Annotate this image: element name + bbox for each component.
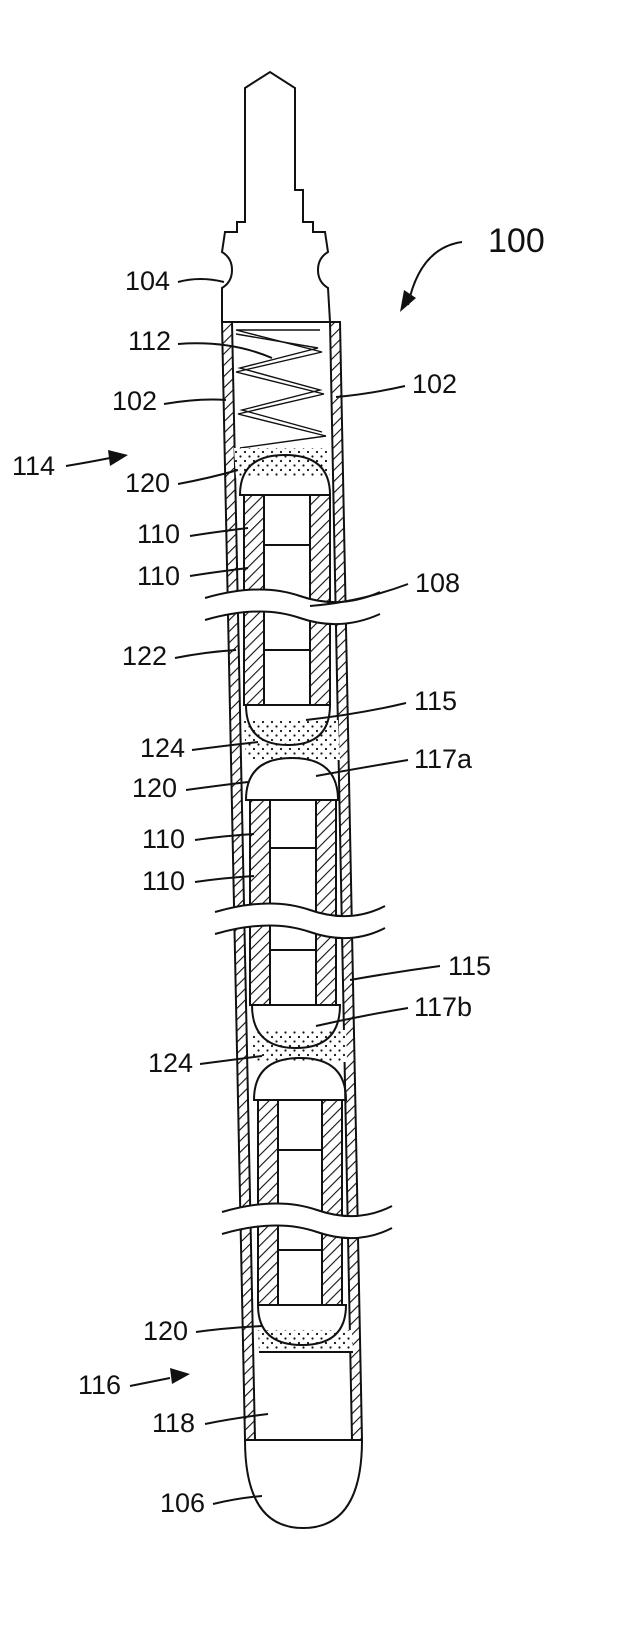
label-115-b: 115 — [448, 951, 491, 981]
labels: 104 112 102 102 114 120 110 110 108 122 … — [12, 266, 491, 1518]
label-102-right: 102 — [412, 369, 457, 399]
label-110-d: 110 — [142, 866, 185, 896]
label-102-left: 102 — [112, 386, 157, 416]
label-122: 122 — [122, 641, 167, 671]
end-plug-top — [220, 70, 332, 323]
label-106: 106 — [160, 1488, 205, 1518]
label-116: 116 — [78, 1370, 121, 1400]
label-120-b: 120 — [132, 773, 177, 803]
break-lines — [204, 588, 393, 1240]
label-114: 114 — [12, 451, 55, 481]
label-120-c: 120 — [143, 1316, 188, 1346]
label-108: 108 — [415, 568, 460, 598]
label-115-a: 115 — [414, 686, 457, 716]
pellet-stack-3 — [252, 1056, 348, 1347]
label-124-b: 124 — [148, 1048, 193, 1078]
label-110-a: 110 — [137, 519, 180, 549]
bottom-end — [243, 1351, 364, 1530]
label-100: 100 — [488, 222, 545, 260]
ref-100: 100 — [400, 222, 545, 312]
label-110-c: 110 — [142, 824, 185, 854]
plenum-spring — [235, 329, 327, 449]
label-124-a: 124 — [140, 733, 185, 763]
label-118: 118 — [152, 1408, 195, 1438]
filler-regions — [234, 448, 353, 1352]
pellet-stack-2 — [244, 756, 342, 1050]
label-117b: 117b — [414, 992, 472, 1022]
label-104: 104 — [125, 266, 170, 296]
label-117a: 117a — [414, 744, 473, 774]
label-110-b: 110 — [137, 561, 180, 591]
label-120-a: 120 — [125, 468, 170, 498]
label-112: 112 — [128, 326, 171, 356]
